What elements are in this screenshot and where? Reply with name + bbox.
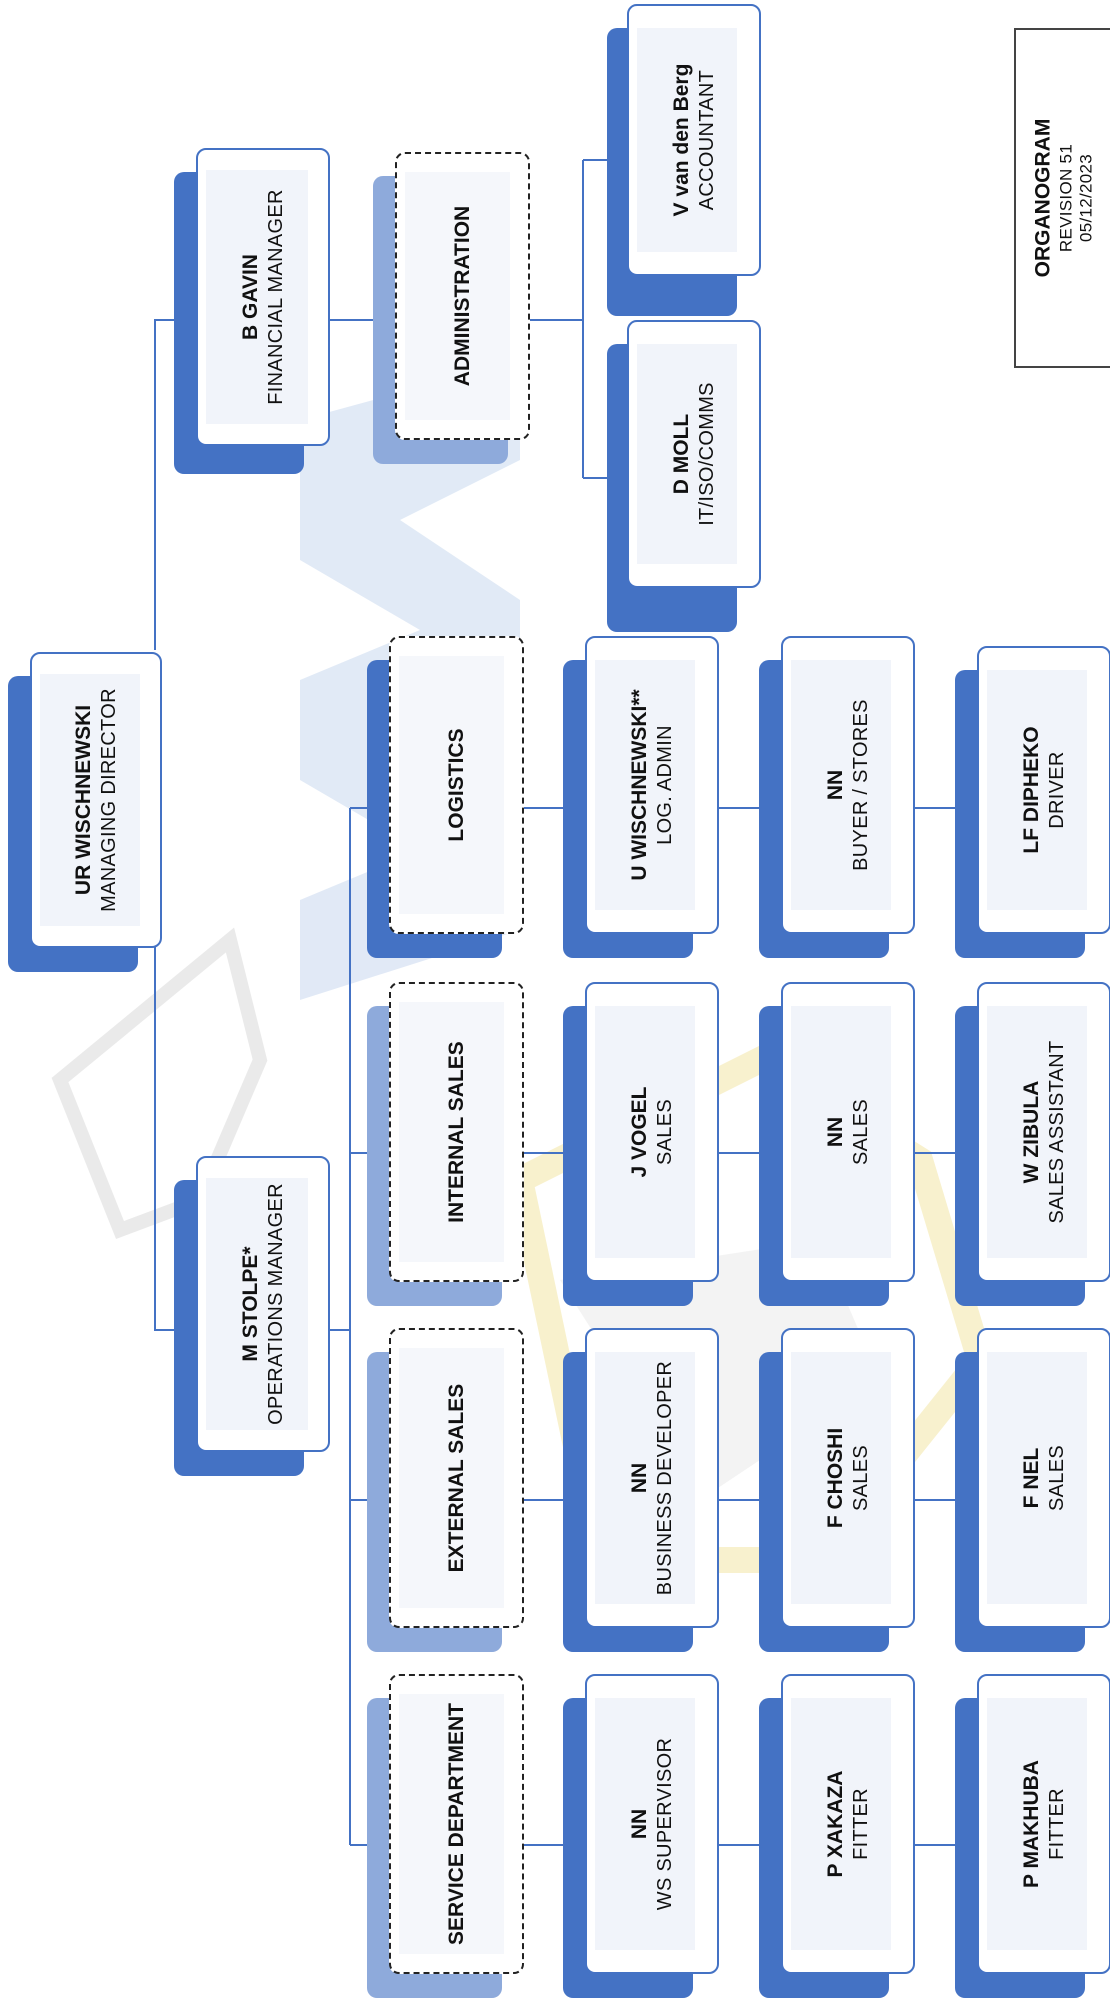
- sales-nn-role: SALES: [849, 1099, 872, 1165]
- organogram-title-box: ORGANOGRAM REVISION 51 05/12/2023: [1014, 28, 1110, 368]
- accountant-role: ACCOUNTANT: [695, 69, 718, 211]
- fitter-makhuba-box: P MAKHUBA FITTER: [955, 1674, 1110, 1998]
- operations-manager-box: M STOLPE* OPERATIONS MANAGER: [174, 1156, 330, 1476]
- managing-director-box: UR WISCHNEWSKI MANAGING DIRECTOR: [8, 652, 162, 972]
- sales-choshi-box: F CHOSHI SALES: [759, 1328, 915, 1652]
- sales-choshi-role: SALES: [849, 1445, 872, 1511]
- log-admin-name: U WISCHNEWSKI**: [628, 689, 651, 881]
- sales-vogel-role: SALES: [653, 1099, 676, 1165]
- organogram-title: ORGANOGRAM: [1031, 118, 1055, 278]
- it-iso-comms-name: D MOLL: [670, 413, 693, 495]
- financial-manager-role: FINANCIAL MANAGER: [264, 189, 287, 405]
- department-administration-box: ADMINISTRATION: [373, 152, 530, 464]
- department-logistics-box: LOGISTICS: [367, 636, 524, 958]
- fitter-xakaza-name: P XAKAZA: [824, 1770, 847, 1878]
- log-admin-box: U WISCHNEWSKI** LOG. ADMIN: [563, 636, 719, 958]
- sales-nn-name: NN: [824, 1116, 847, 1148]
- department-external-sales-name: EXTERNAL SALES: [444, 1383, 468, 1573]
- it-iso-comms-box: D MOLL IT/ISO/COMMS: [607, 320, 761, 632]
- organogram-date: 05/12/2023: [1076, 153, 1096, 243]
- financial-manager-name: B GAVIN: [239, 254, 262, 340]
- accountant-box: V van den Berg ACCOUNTANT: [607, 4, 761, 316]
- operations-manager-name: M STOLPE*: [239, 1246, 262, 1362]
- managing-director-name: UR WISCHNEWSKI: [72, 704, 95, 896]
- fitter-xakaza-box: P XAKAZA FITTER: [759, 1674, 915, 1998]
- business-developer-role: BUSINESS DEVELOPER: [653, 1360, 676, 1596]
- department-logistics-name: LOGISTICS: [444, 728, 468, 842]
- driver-name: LF DIPHEKO: [1020, 726, 1043, 854]
- it-iso-comms-role: IT/ISO/COMMS: [695, 382, 718, 526]
- department-external-sales-box: EXTERNAL SALES: [367, 1328, 524, 1652]
- buyer-stores-name: NN: [824, 769, 847, 801]
- department-internal-sales-box: INTERNAL SALES: [367, 982, 524, 1306]
- fitter-xakaza-role: FITTER: [849, 1788, 872, 1860]
- managing-director-role: MANAGING DIRECTOR: [97, 688, 120, 912]
- organogram-revision: REVISION 51: [1056, 143, 1076, 253]
- fitter-makhuba-role: FITTER: [1045, 1788, 1068, 1860]
- operations-manager-role: OPERATIONS MANAGER: [264, 1183, 287, 1425]
- business-developer-box: NN BUSINESS DEVELOPER: [563, 1328, 719, 1652]
- fitter-makhuba-name: P MAKHUBA: [1020, 1760, 1043, 1888]
- sales-nel-role: SALES: [1045, 1445, 1068, 1511]
- sales-assistant-role: SALES ASSISTANT: [1045, 1040, 1068, 1224]
- accountant-name: V van den Berg: [670, 63, 693, 217]
- buyer-stores-role: BUYER / STORES: [849, 699, 872, 871]
- ws-supervisor-role: WS SUPERVISOR: [653, 1737, 676, 1911]
- department-administration-name: ADMINISTRATION: [450, 205, 474, 387]
- sales-nn-box: NN SALES: [759, 982, 915, 1306]
- department-internal-sales-name: INTERNAL SALES: [444, 1041, 468, 1223]
- sales-assistant-box: W ZIBULA SALES ASSISTANT: [955, 982, 1110, 1306]
- department-service-name: SERVICE DEPARTMENT: [444, 1703, 468, 1945]
- sales-nel-box: F NEL SALES: [955, 1328, 1110, 1652]
- sales-nel-name: F NEL: [1020, 1447, 1043, 1509]
- ws-supervisor-name: NN: [628, 1808, 651, 1840]
- sales-assistant-name: W ZIBULA: [1020, 1080, 1043, 1184]
- sales-choshi-name: F CHOSHI: [824, 1427, 847, 1529]
- department-service-box: SERVICE DEPARTMENT: [367, 1674, 524, 1998]
- log-admin-role: LOG. ADMIN: [653, 725, 676, 845]
- driver-box: LF DIPHEKO DRIVER: [955, 646, 1110, 958]
- driver-role: DRIVER: [1045, 751, 1068, 829]
- ws-supervisor-box: NN WS SUPERVISOR: [563, 1674, 719, 1998]
- sales-vogel-name: J VOGEL: [628, 1086, 651, 1178]
- business-developer-name: NN: [628, 1462, 651, 1494]
- buyer-stores-box: NN BUYER / STORES: [759, 636, 915, 958]
- financial-manager-box: B GAVIN FINANCIAL MANAGER: [174, 148, 330, 474]
- sales-vogel-box: J VOGEL SALES: [563, 982, 719, 1306]
